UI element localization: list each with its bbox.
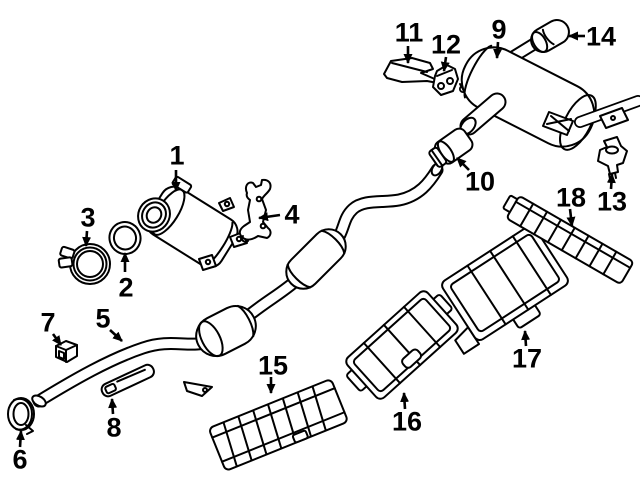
front-resonator — [195, 304, 257, 358]
part-mount-sleeve — [428, 127, 474, 168]
callout-label-6: 6 — [12, 445, 27, 475]
callout-label-18: 18 — [556, 183, 586, 213]
part-gasket-ring — [108, 221, 142, 255]
callout-arrow-5 — [109, 329, 123, 342]
callout-label-10: 10 — [465, 167, 495, 197]
middle-resonator — [285, 228, 347, 290]
callout-label-7: 7 — [40, 308, 55, 338]
callout-arrow-9 — [493, 41, 503, 59]
callout-label-9: 9 — [491, 15, 506, 45]
part-heat-shield-strip — [502, 194, 634, 284]
callout-label-11: 11 — [395, 18, 424, 48]
callout-arrow-10 — [456, 157, 470, 171]
part-mount-bracket — [383, 57, 444, 85]
callout-label-17: 17 — [512, 344, 542, 374]
callout-arrow-4 — [258, 212, 281, 222]
callout-arrow-18 — [566, 208, 576, 227]
callout-label-13: 13 — [597, 187, 627, 217]
part-rubber-hanger — [597, 136, 628, 180]
part-heat-shield-front — [209, 379, 348, 471]
callout-label-8: 8 — [106, 413, 121, 443]
callout-label-16: 16 — [392, 407, 422, 437]
callout-arrow-12 — [440, 56, 450, 72]
callout-arrow-17 — [521, 330, 531, 347]
callout-arrow-7 — [51, 333, 63, 346]
part-heat-shield-center — [345, 290, 459, 400]
callout-label-1: 1 — [169, 141, 184, 171]
callout-arrow-8 — [108, 398, 118, 415]
part-front-clamp — [7, 397, 35, 435]
part-catalytic-converter — [137, 175, 248, 271]
callout-arrow-6 — [15, 430, 25, 448]
callout-arrow-3 — [82, 230, 92, 247]
part-tailpipe-tip — [530, 19, 570, 53]
part-band-clamp — [57, 243, 111, 285]
callout-label-14: 14 — [586, 22, 616, 52]
callout-label-2: 2 — [118, 273, 133, 303]
part-bracket-strip — [100, 363, 155, 398]
callout-arrow-13 — [606, 173, 616, 190]
callout-arrow-16 — [400, 392, 410, 410]
callout-label-5: 5 — [95, 304, 110, 334]
callout-label-3: 3 — [80, 203, 95, 233]
callout-label-12: 12 — [431, 30, 461, 60]
part-support-bracket — [238, 178, 272, 243]
callout-label-15: 15 — [258, 351, 288, 381]
callout-label-4: 4 — [284, 200, 299, 230]
part-square-nut — [55, 340, 78, 363]
part-center-pipe-assembly — [31, 161, 444, 408]
part-heat-shield-rear — [441, 224, 569, 355]
